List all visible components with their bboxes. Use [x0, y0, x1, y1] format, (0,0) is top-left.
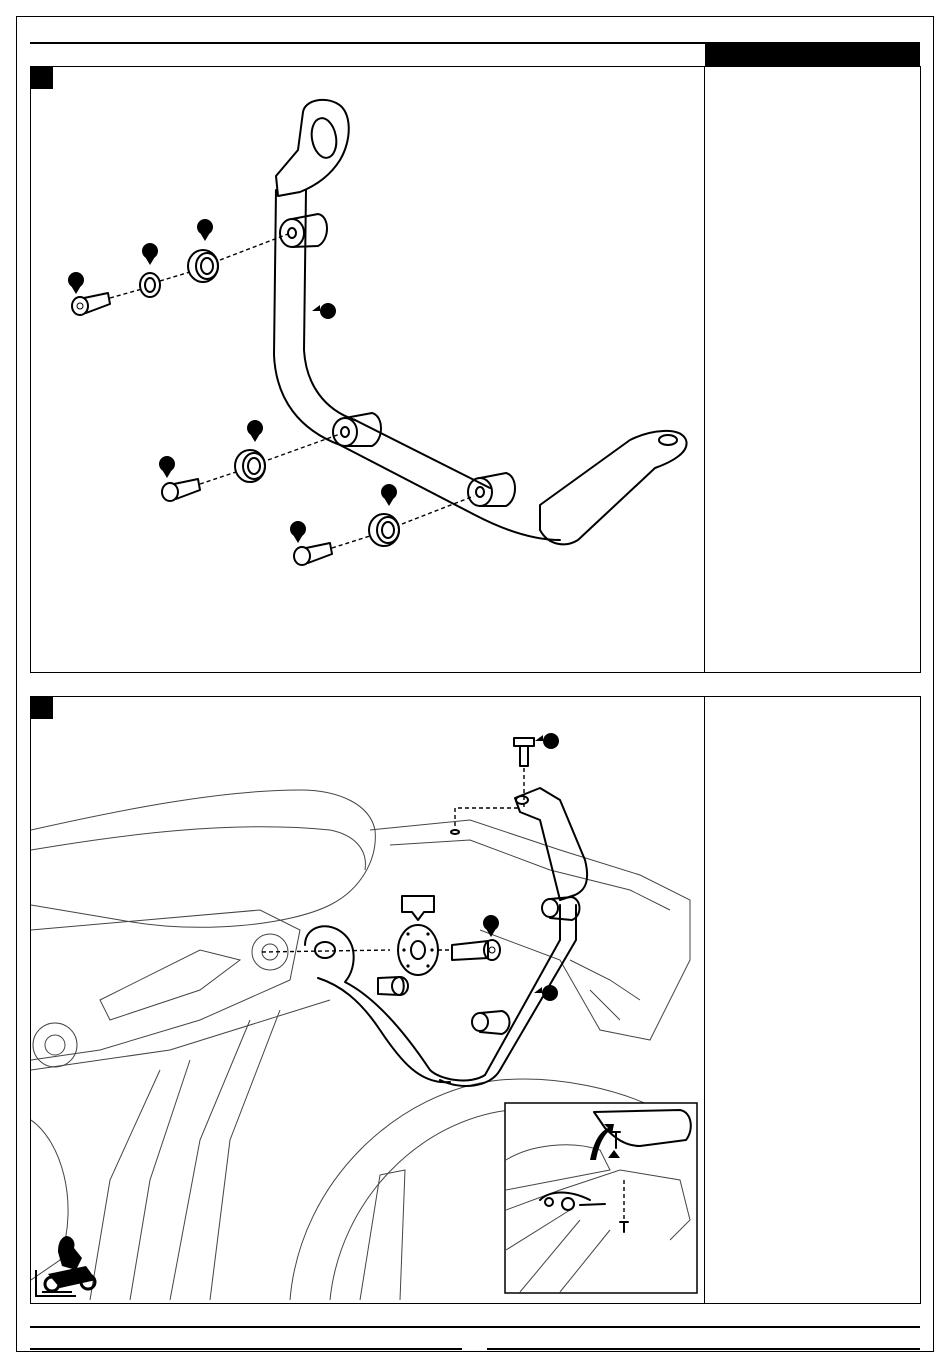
bushing-icon: [188, 250, 218, 282]
bolt-icon: [294, 543, 332, 565]
callout-marker: [381, 484, 397, 506]
callout-marker: [290, 521, 306, 543]
bushing-icon: [369, 514, 399, 546]
callout-marker: [197, 219, 213, 241]
callout-marker: [247, 420, 263, 442]
washer-icon: [398, 925, 438, 975]
callout-marker: [312, 303, 336, 319]
callout-marker: [534, 985, 558, 1001]
bolt-icon: [452, 940, 500, 960]
pointer-label-icon: [402, 896, 434, 920]
bracket-icon: [515, 788, 587, 900]
bolt-icon: [72, 293, 110, 315]
detail-view-icon: [505, 1103, 697, 1293]
callout-marker: [535, 733, 559, 749]
callout-marker: [142, 243, 158, 265]
spacer-icon: [140, 273, 160, 297]
callout-marker: [159, 456, 175, 478]
bolt-icon: [162, 479, 200, 501]
callout-marker: [483, 915, 499, 937]
callout-marker: [68, 272, 84, 294]
rider-on-motorcycle-icon: [36, 1236, 96, 1296]
bushing-icon: [235, 450, 265, 482]
rail-bar-icon: [274, 100, 687, 544]
screw-icon: [514, 738, 534, 766]
